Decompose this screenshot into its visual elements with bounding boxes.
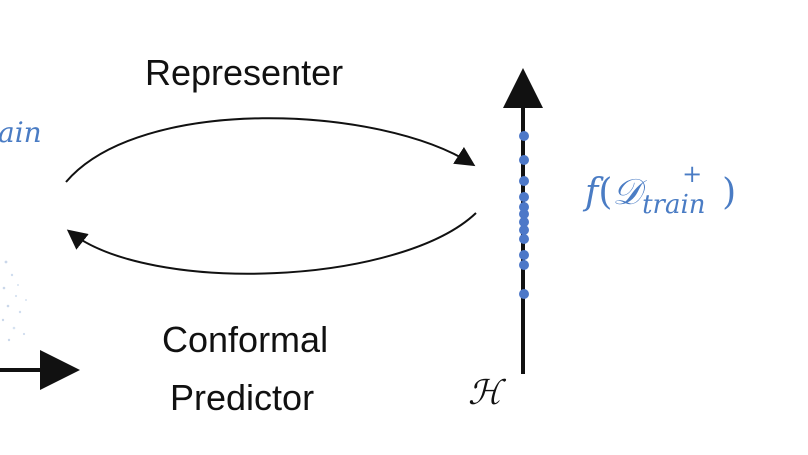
representer-arrow (65, 117, 476, 183)
embedding-point (519, 234, 529, 244)
embedding-points (519, 131, 529, 299)
training-set-subscript: ain (0, 116, 42, 149)
embedding-point (519, 217, 529, 227)
embedding-point (519, 155, 529, 165)
embedding-subscript: train (642, 190, 706, 220)
embedding-label: f(𝒟 +train) (585, 160, 737, 220)
embedding-function-f: f (585, 172, 599, 213)
embedding-open-paren: ( (598, 172, 613, 213)
embedding-close-paren: ) (722, 172, 737, 213)
embedding-point (519, 260, 529, 270)
conformal-predictor-arrow (66, 212, 477, 275)
embedding-point (519, 225, 529, 235)
embedding-point (519, 289, 529, 299)
left-point-cloud (1, 260, 27, 342)
embedding-point (519, 202, 529, 212)
hilbert-space-label: ℋ (468, 373, 502, 413)
embedding-point (519, 209, 529, 219)
embedding-point (519, 250, 529, 260)
conformal-label: Conformal (162, 319, 329, 360)
embedding-dataset-symbol: 𝒟 (612, 172, 642, 213)
embedding-point (519, 192, 529, 202)
predictor-label: Predictor (170, 377, 315, 418)
embedding-superscript: + (682, 160, 703, 188)
representer-label: Representer (145, 52, 344, 93)
embedding-point (519, 176, 529, 186)
embedding-point (519, 131, 529, 141)
